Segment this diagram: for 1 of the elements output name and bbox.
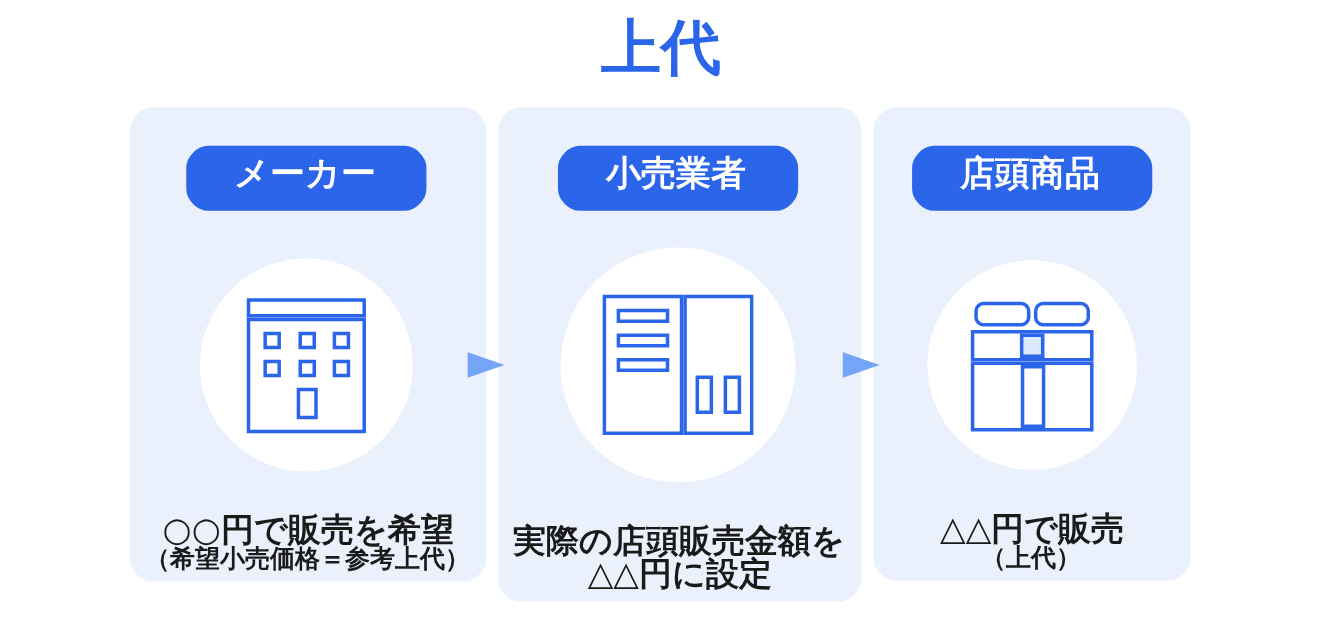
- diagram-title: 上代: [600, 13, 721, 83]
